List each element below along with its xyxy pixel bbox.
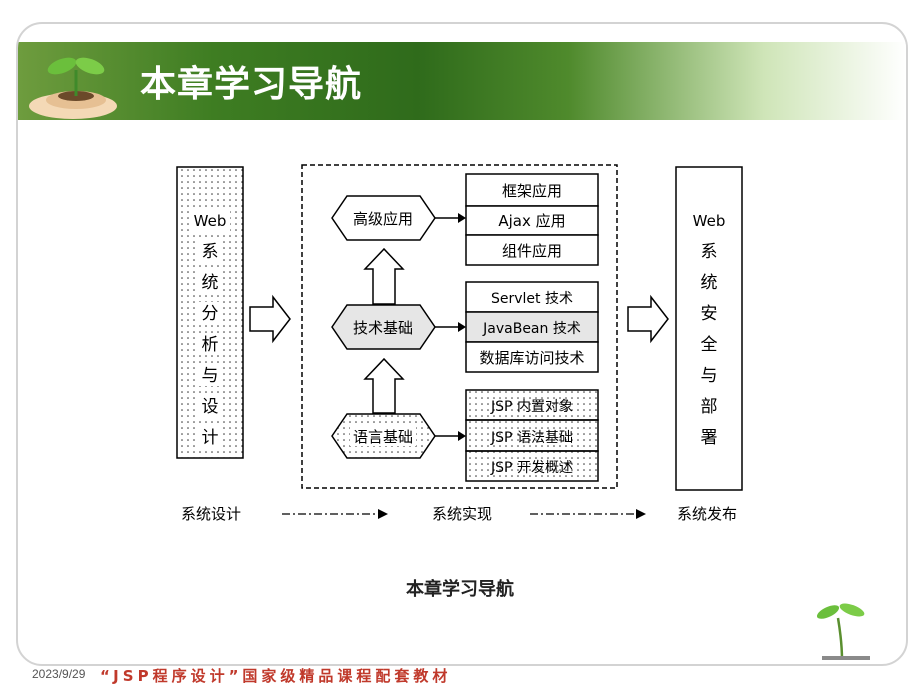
item-label: Ajax 应用 bbox=[498, 212, 565, 230]
column-label-char: 统 bbox=[202, 273, 219, 293]
up-arrow-icon bbox=[363, 247, 405, 305]
dashed-arrow-icon bbox=[530, 509, 646, 519]
connector-arrow-icon bbox=[435, 213, 466, 223]
level-label-language: 语言基础 bbox=[353, 428, 413, 446]
right-arrow-icon bbox=[627, 294, 669, 344]
column-label-char: 析 bbox=[202, 335, 219, 355]
label-backdrop bbox=[199, 240, 221, 262]
column-label-char: Web bbox=[693, 212, 726, 230]
label-backdrop bbox=[199, 426, 221, 448]
stage-label-implementation: 系统实现 bbox=[432, 505, 492, 523]
item-box bbox=[465, 311, 599, 343]
item-label: 数据库访问技术 bbox=[479, 349, 584, 367]
slide-frame: 本章学习导航 bbox=[16, 22, 908, 666]
item-label: 框架应用 bbox=[502, 182, 562, 200]
label-backdrop bbox=[199, 333, 221, 355]
column-label-char: 与 bbox=[701, 366, 718, 386]
column-label-char: 计 bbox=[202, 428, 219, 448]
label-backdrop bbox=[199, 302, 221, 324]
stage-label-release: 系统发布 bbox=[677, 505, 737, 523]
label-backdrop bbox=[350, 426, 416, 446]
footer-course-title: “JSP程序设计”国家级精品课程配套教材 bbox=[100, 667, 452, 685]
item-label: Servlet 技术 bbox=[491, 291, 573, 307]
stage-label-design: 系统设计 bbox=[181, 505, 241, 523]
implementation-frame bbox=[301, 164, 618, 489]
item-label: JSP 内置对象 bbox=[490, 399, 573, 415]
column-label-char: 系 bbox=[701, 242, 718, 262]
item-box bbox=[465, 234, 599, 266]
column-label-char: 安 bbox=[701, 304, 718, 324]
label-backdrop bbox=[199, 271, 221, 293]
sprout-icon bbox=[816, 603, 870, 661]
level-label-advanced: 高级应用 bbox=[353, 210, 413, 228]
connector-arrow-icon bbox=[435, 322, 466, 332]
column-label-char: 统 bbox=[701, 273, 718, 293]
column-label-char: 设 bbox=[202, 397, 219, 417]
label-backdrop bbox=[199, 395, 221, 417]
right-column-box bbox=[675, 166, 743, 491]
item-label: JSP 语法基础 bbox=[490, 429, 573, 446]
item-box bbox=[465, 341, 599, 373]
item-box bbox=[465, 281, 599, 313]
item-box bbox=[465, 419, 599, 452]
item-label: 组件应用 bbox=[502, 242, 562, 260]
diagram-caption: 本章学习导航 bbox=[406, 579, 514, 600]
column-label-char: 分 bbox=[202, 304, 219, 324]
column-label-char: 系 bbox=[202, 242, 219, 262]
item-label: JSP 开发概述 bbox=[490, 460, 573, 476]
column-label-char: 与 bbox=[202, 366, 219, 386]
dashed-arrow-icon bbox=[282, 509, 388, 519]
column-label-char: Web bbox=[194, 212, 227, 230]
column-label-char: 署 bbox=[701, 428, 718, 448]
right-arrow-icon bbox=[249, 294, 291, 344]
level-label-technical: 技术基础 bbox=[353, 319, 413, 337]
item-box bbox=[465, 173, 599, 207]
column-label-char: 部 bbox=[701, 397, 718, 417]
column-label-char: 全 bbox=[701, 335, 718, 355]
connector-arrow-icon bbox=[435, 431, 466, 441]
slide-title: 本章学习导航 bbox=[140, 64, 363, 105]
item-box bbox=[465, 450, 599, 482]
title-bar: 本章学习导航 bbox=[18, 42, 906, 120]
footer-date: 2023/9/29 bbox=[32, 667, 86, 681]
label-backdrop bbox=[199, 364, 221, 386]
up-arrow-icon bbox=[363, 357, 405, 414]
label-backdrop bbox=[190, 209, 230, 231]
item-label: JavaBean 技术 bbox=[482, 321, 581, 337]
seedling-hands-logo bbox=[29, 57, 117, 119]
